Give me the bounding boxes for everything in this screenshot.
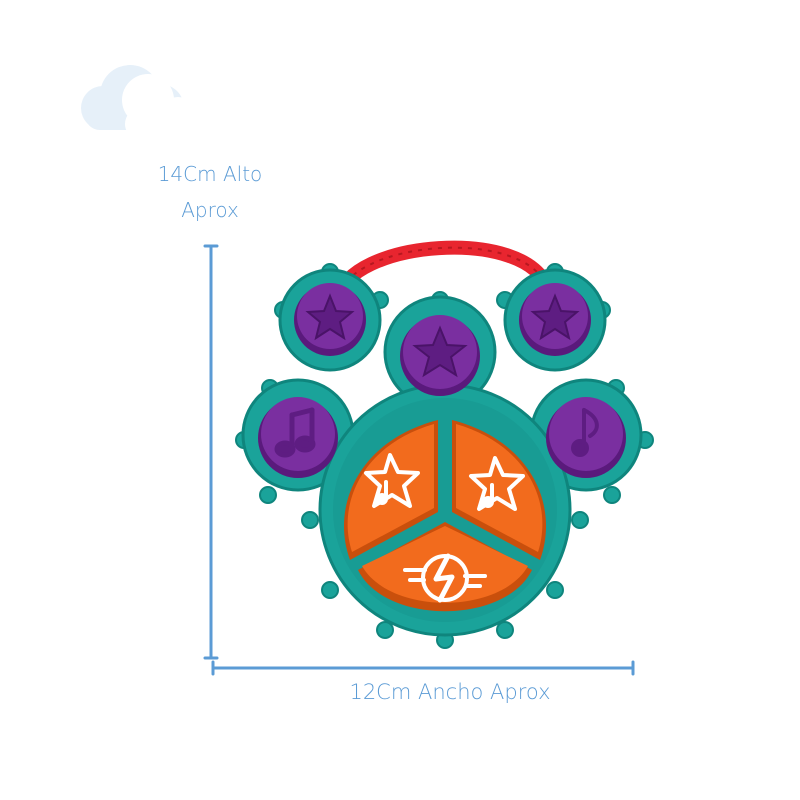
height-dimension-label: 14Cm Alto Aprox — [130, 156, 290, 228]
music-note-icon — [274, 407, 316, 458]
height-label-line2: Aprox — [181, 198, 239, 222]
star-music-icon — [469, 456, 525, 511]
width-measure-line — [211, 660, 635, 676]
orange-pad-left[interactable] — [343, 420, 438, 560]
height-measure-line — [203, 244, 219, 660]
purple-button-note-left[interactable] — [258, 397, 338, 478]
height-label-line1: 14Cm Alto — [157, 162, 263, 186]
cloud-icon-inner — [122, 74, 200, 140]
purple-button-star-right[interactable] — [519, 283, 591, 356]
music-note-icon — [571, 408, 599, 457]
star-music-icon — [364, 453, 420, 508]
orange-pad-right[interactable] — [452, 420, 547, 560]
orange-pad-bottom[interactable] — [358, 522, 532, 612]
purple-button-note-right[interactable] — [546, 397, 626, 478]
purple-button-star-center[interactable] — [400, 315, 480, 396]
width-dimension-label: 12Cm Ancho Aprox — [349, 680, 551, 704]
lightning-icon — [403, 553, 487, 603]
purple-button-star-left[interactable] — [294, 283, 366, 356]
star-icon — [412, 325, 468, 378]
star-icon — [530, 293, 580, 341]
star-icon — [305, 293, 355, 341]
